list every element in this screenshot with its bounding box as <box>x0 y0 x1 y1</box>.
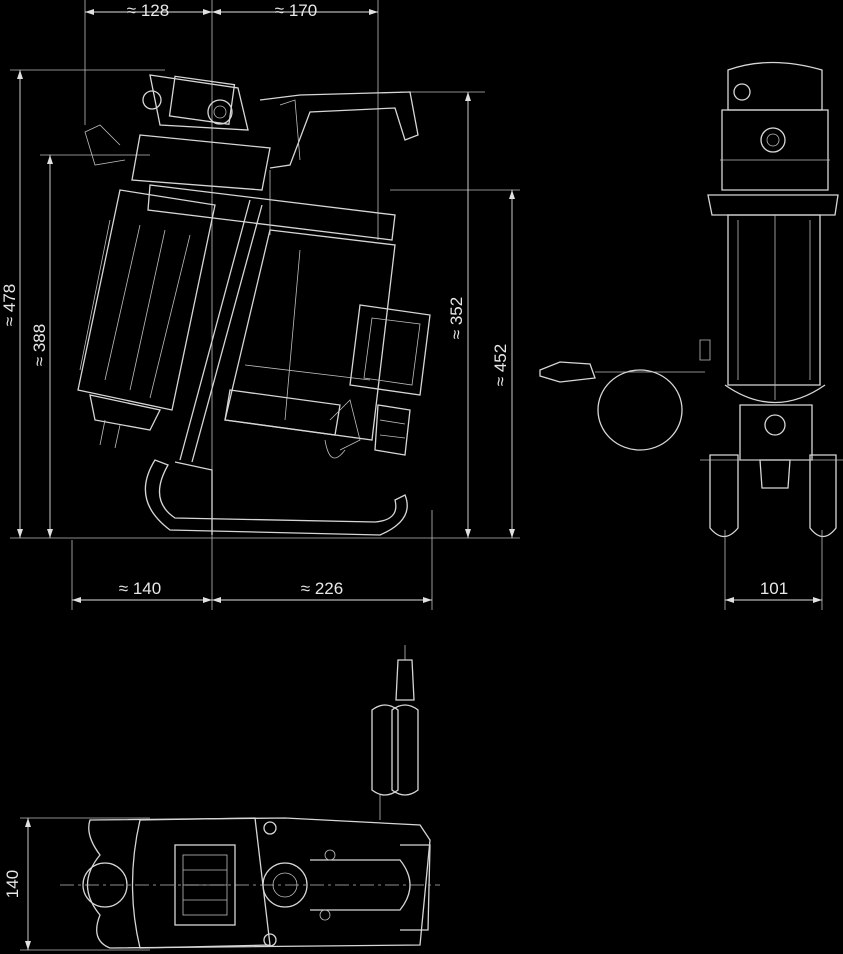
dim-label-body-height: ≈ 388 <box>30 324 49 366</box>
dim-label-overall-height: ≈ 478 <box>0 284 19 326</box>
dim-label-right-outer: ≈ 452 <box>491 344 510 386</box>
dim-label-top-left: ≈ 128 <box>127 1 169 20</box>
dim-label-side-width: 101 <box>760 579 788 598</box>
dim-label-bottom-left: ≈ 140 <box>119 579 161 598</box>
dim-label-plan-height: 140 <box>3 870 22 898</box>
dim-label-top-right: ≈ 170 <box>275 1 317 20</box>
front-view <box>10 0 520 610</box>
dim-label-right-inner: ≈ 352 <box>447 297 466 339</box>
side-view <box>539 61 843 610</box>
plan-view <box>20 645 440 951</box>
dim-label-bottom-right: ≈ 226 <box>301 579 343 598</box>
